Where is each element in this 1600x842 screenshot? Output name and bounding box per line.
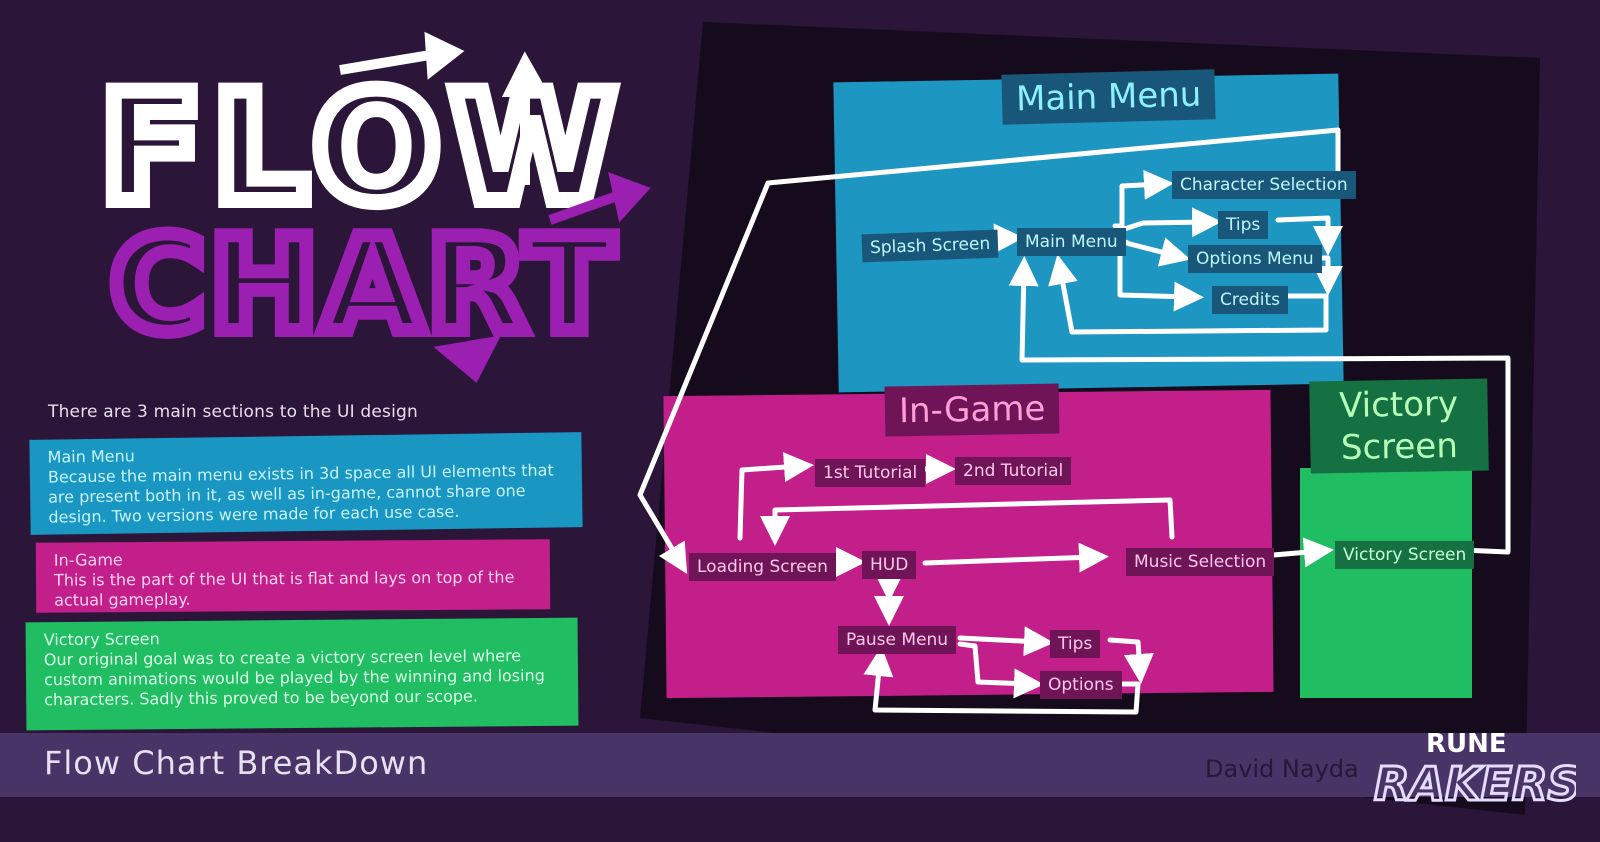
node-tips-menu: Tips xyxy=(1218,211,1269,239)
arrow-loading-tutorial xyxy=(737,452,814,541)
arrow-tips-right xyxy=(1275,215,1343,256)
logo-line2: RAKERS xyxy=(1374,757,1576,811)
node-splash-screen: Splash Screen xyxy=(861,229,999,263)
in-game-section xyxy=(663,389,1274,699)
victory-section xyxy=(1300,468,1472,698)
footer-title: Flow Chart BreakDown xyxy=(44,744,429,782)
node-pause-menu: Pause Menu xyxy=(838,626,957,654)
logo-line1: RUNE xyxy=(1426,729,1507,759)
node-hud: HUD xyxy=(862,551,917,579)
author-name: David Nayda xyxy=(1205,755,1359,783)
node-tips-game: Tips xyxy=(1050,630,1101,658)
victory-section-title: Victory Screen xyxy=(1309,378,1489,474)
arrow-victory-main xyxy=(1008,256,1511,555)
node-options-menu: Options Menu xyxy=(1188,245,1322,273)
node-credits: Credits xyxy=(1212,286,1288,314)
node-character-selection: Character Selection xyxy=(1172,171,1356,199)
node-main-menu: Main Menu xyxy=(1017,228,1126,256)
arrow-music-loading xyxy=(760,497,1175,546)
node-first-tutorial: 1st Tutorial xyxy=(815,459,926,487)
main-menu-section-title: Main Menu xyxy=(1001,69,1216,125)
arrow-credits-back xyxy=(1048,254,1329,335)
arrow-main-credits xyxy=(1117,241,1204,312)
title-chart: CHART xyxy=(110,209,618,361)
node-second-tutorial: 2nd Tutorial xyxy=(955,457,1072,485)
flow-chart-title-art: FLOW CHART xyxy=(92,31,651,383)
arrow-pause-tips xyxy=(957,626,1054,657)
node-victory-screen: Victory Screen xyxy=(1335,541,1475,569)
arrow-pause-options xyxy=(957,641,1044,699)
node-loading-screen: Loading Screen xyxy=(689,553,836,581)
arrow-tips-back xyxy=(1107,637,1154,684)
in-game-section-title: In-Game xyxy=(884,383,1060,437)
arrow-main-character xyxy=(1112,169,1174,229)
title-arrow-icon xyxy=(339,31,551,185)
intro-text: There are 3 main sections to the UI desi… xyxy=(48,402,419,422)
arrow-options-back xyxy=(863,646,1141,715)
node-options-game: Options xyxy=(1040,671,1122,699)
footer-bar xyxy=(0,733,1600,797)
arrow-hud-music xyxy=(922,542,1109,573)
rune-rakers-logo: RUNE RAKERS xyxy=(1373,729,1577,813)
title-purple-arrow-icon xyxy=(433,172,651,383)
node-music-selection: Music Selection xyxy=(1126,548,1275,576)
